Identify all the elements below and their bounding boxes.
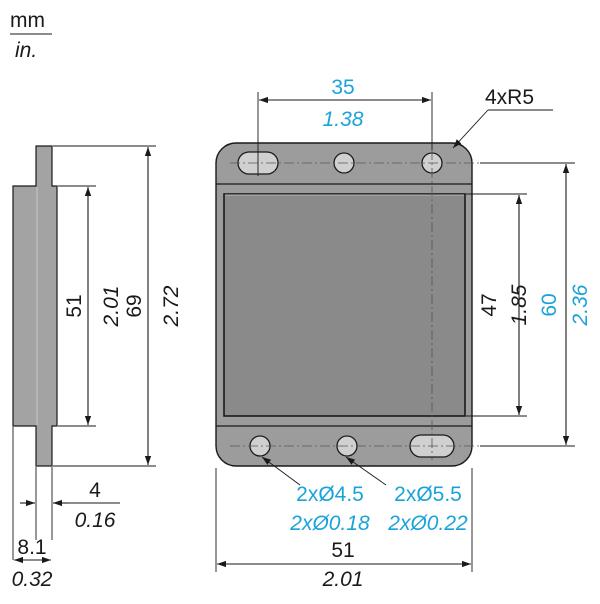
dim-60-mm: 60 (538, 293, 561, 316)
dim-69-in: 2.72 (160, 285, 183, 327)
dim-4-in: 0.16 (75, 509, 116, 532)
front-view: 35 1.38 4xR5 47 1.85 60 2.36 2xØ4.5 2xØ0… (215, 76, 592, 591)
side-view: 51 2.01 69 2.72 4 0.16 8.1 0.32 (12, 145, 183, 591)
dim-47-mm: 47 (478, 293, 501, 316)
dim-35-mm: 35 (331, 76, 354, 99)
hole-large-leader (345, 456, 387, 486)
hole-large-mm: 2xØ5.5 (394, 483, 462, 506)
dim-69-mm: 69 (123, 294, 146, 317)
dim-60-in: 2.36 (569, 284, 592, 326)
hole-small-in: 2xØ0.18 (289, 512, 370, 535)
dim-width-51-in: 2.01 (322, 568, 364, 591)
hole-small-mm: 2xØ4.5 (296, 483, 364, 506)
hole-large-in: 2xØ0.22 (387, 512, 468, 535)
dim-35-in: 1.38 (323, 108, 364, 131)
side-profile-body (12, 145, 58, 467)
dim-8-mm: 8.1 (17, 536, 46, 559)
radius-leader-arrow (452, 109, 489, 149)
dim-width-51-mm: 51 (331, 539, 354, 562)
dim-8-in: 0.32 (12, 568, 53, 591)
dim-51-in: 2.01 (100, 286, 123, 328)
units-legend: mm in. (10, 9, 52, 62)
dim-4-mm: 4 (89, 479, 101, 502)
unit-in-label: in. (15, 39, 37, 62)
sensing-face (223, 193, 466, 417)
unit-mm-label: mm (10, 9, 45, 32)
radius-callout: 4xR5 (485, 86, 534, 109)
hole-small-leader (261, 456, 301, 486)
dim-51-mm: 51 (63, 294, 86, 317)
dim-47-in: 1.85 (508, 284, 531, 325)
